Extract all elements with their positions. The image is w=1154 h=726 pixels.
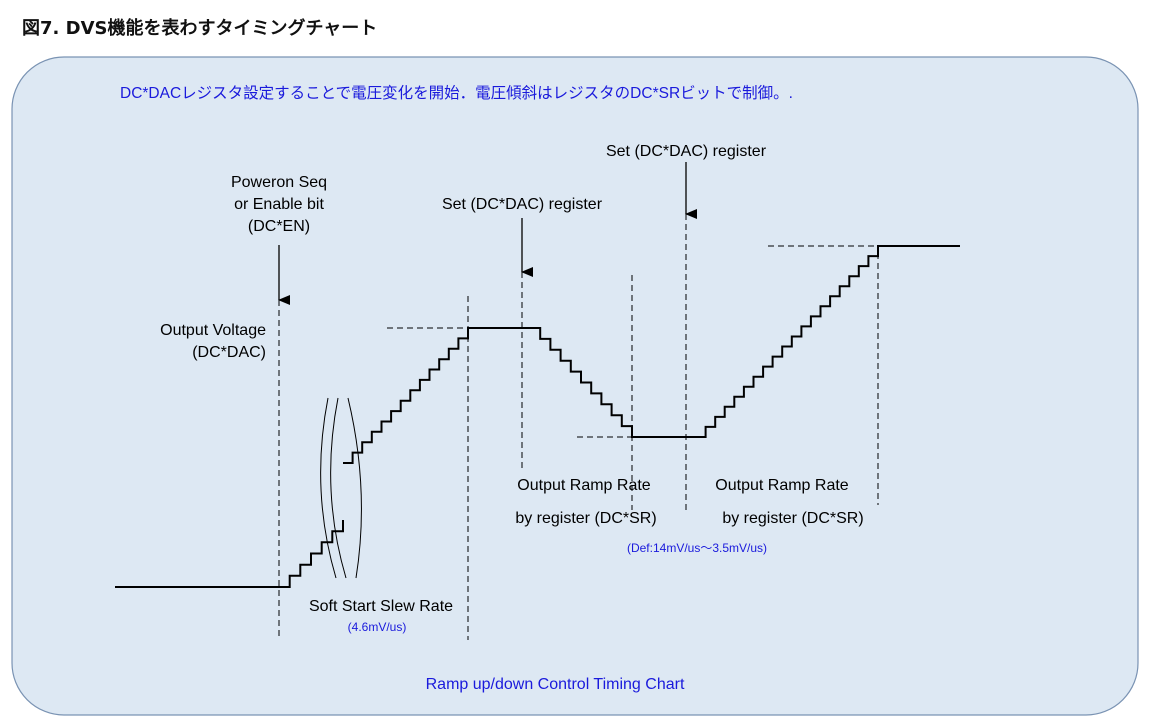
label-ramp-down-1: Output Ramp Rate <box>517 477 651 494</box>
banner-text: DC*DACレジスタ設定することで電圧変化を開始．電圧傾斜はレジスタのDC*SR… <box>120 84 793 102</box>
label-set-register-2: Set (DC*DAC) register <box>606 143 767 160</box>
label-ramp-up-2: by register (DC*SR) <box>722 510 863 527</box>
label-output-voltage-1: Output Voltage <box>160 322 266 339</box>
brace-arc-2 <box>330 397 347 579</box>
label-soft-start: Soft Start Slew Rate <box>309 598 453 615</box>
label-ramp-down-2: by register (DC*SR) <box>515 510 656 527</box>
level-reference-lines <box>387 245 878 438</box>
brace-arc-1 <box>320 397 337 579</box>
label-poweron-2: or Enable bit <box>234 196 324 213</box>
rate-labels: (Def:14mV/us～3.5mV/us) (4.6mV/us) <box>348 541 767 634</box>
label-soft-start-rate: (4.6mV/us) <box>348 620 407 634</box>
label-poweron-1: Poweron Seq <box>231 174 327 191</box>
output-voltage-waveform <box>115 520 344 588</box>
diagram-panel <box>11 56 1139 716</box>
label-set-register-1: Set (DC*DAC) register <box>442 196 603 213</box>
figure-title: 図7. DVS機能を表わすタイミングチャート <box>22 18 378 39</box>
omission-brace <box>320 397 362 579</box>
brace-arc-3 <box>347 397 362 579</box>
label-output-voltage-2: (DC*DAC) <box>192 344 266 361</box>
timing-markers <box>278 214 879 640</box>
black-labels: Poweron Seq or Enable bit (DC*EN) Output… <box>160 143 864 615</box>
label-poweron-3: (DC*EN) <box>248 218 310 235</box>
output-voltage-waveform-main <box>343 245 960 464</box>
label-ramp-up-1: Output Ramp Rate <box>715 477 849 494</box>
diagram-caption: Ramp up/down Control Timing Chart <box>426 676 685 693</box>
label-ramp-down-rate: (Def:14mV/us～3.5mV/us) <box>627 541 767 555</box>
